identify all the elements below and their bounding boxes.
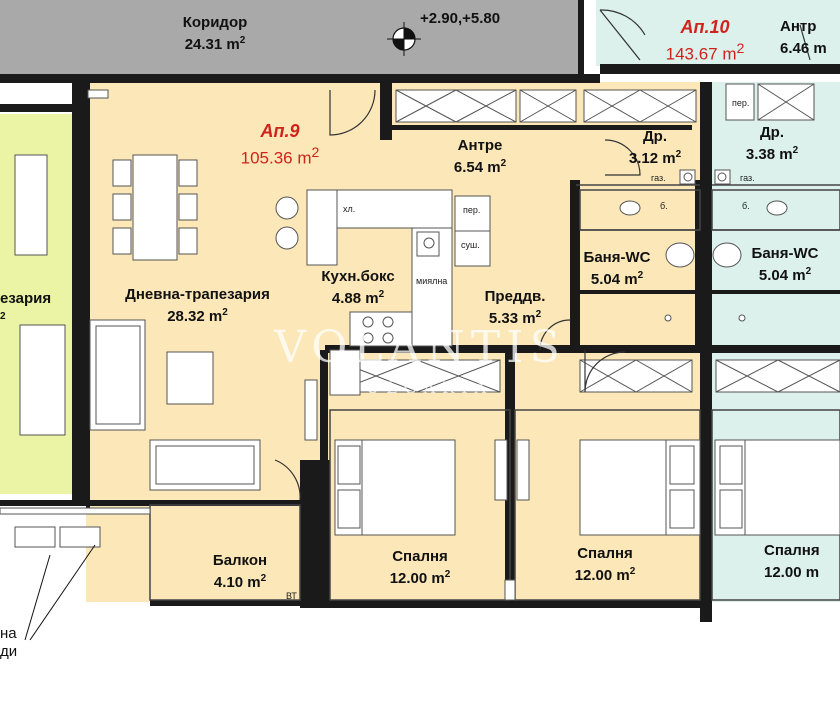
partitions bbox=[149, 184, 840, 601]
room-kitchen: Кухн.бокс 4.88 m2 bbox=[321, 268, 395, 307]
room-bed3: Спалня 12.00 m bbox=[764, 542, 820, 581]
boiler-label-9: б. bbox=[660, 201, 668, 211]
corridor-unit: m bbox=[226, 36, 240, 53]
room-bed1: Спалня 12.00 m2 bbox=[389, 548, 451, 587]
wardrobes bbox=[329, 83, 840, 396]
level-marker-icon bbox=[387, 22, 421, 56]
watermark-main: VOLANTIS bbox=[274, 322, 566, 373]
room-bath10: Баня-WC 5.04 m2 bbox=[751, 245, 819, 284]
apt10-exp: 2 bbox=[736, 41, 745, 57]
level-text: +2.90,+5.80 bbox=[420, 10, 501, 27]
room-bed2: Спалня 12.00 m2 bbox=[574, 545, 636, 584]
apt9-area: 105.36 m bbox=[240, 148, 312, 168]
room-hall: Преддв. 5.33 m2 bbox=[484, 288, 546, 327]
apt9-label: Ап.9 105.36 m2 bbox=[220, 120, 340, 170]
beds bbox=[334, 439, 840, 536]
room-living8: езария 2 bbox=[0, 290, 52, 322]
kitchen-counter bbox=[306, 189, 491, 347]
vt-label: ВТ bbox=[286, 591, 297, 601]
room-balcony: Балкон 4.10 m2 bbox=[212, 552, 268, 591]
living-furniture bbox=[14, 154, 299, 491]
fridge-label: хл. bbox=[343, 204, 356, 214]
dryer-label: суш. bbox=[461, 240, 480, 250]
room-dr10: Др. 3.38 m2 bbox=[745, 124, 799, 163]
gas-label-10: газ. bbox=[740, 173, 755, 183]
gas-label-9: газ. bbox=[651, 173, 666, 183]
room-bath9: Баня-WC 5.04 m2 bbox=[583, 249, 651, 288]
apt9-name: Ап.9 bbox=[260, 121, 300, 141]
corridor-floor bbox=[0, 0, 582, 74]
corridor-name: Коридор bbox=[182, 14, 248, 31]
room-dr9: Др. 3.12 m2 bbox=[628, 128, 682, 167]
apt10-label: Ап.10 143.67 m2 bbox=[645, 16, 765, 66]
corridor-exp: 2 bbox=[239, 35, 246, 46]
boiler-label-10: б. bbox=[742, 201, 750, 211]
room-antre9: Антре 6.54 m2 bbox=[453, 137, 507, 176]
washer-label: пер. bbox=[463, 205, 481, 215]
apt10-area: 143.67 m bbox=[665, 44, 737, 64]
washer-label-10: пер. bbox=[732, 98, 750, 108]
leader-lines bbox=[24, 544, 96, 641]
room-antre10: Антр 6.46 m bbox=[780, 18, 827, 57]
apt10-name: Ап.10 bbox=[680, 17, 730, 37]
bathroom-fixtures bbox=[619, 169, 788, 322]
apt9-exp: 2 bbox=[311, 145, 320, 161]
corridor-area: 24.31 bbox=[184, 36, 223, 53]
corridor-label: Коридор 24.31 m2 bbox=[150, 14, 280, 54]
watermark-sub: BULGARIA bbox=[346, 378, 494, 397]
room-living9: Дневна-трапезария 28.32 m2 bbox=[125, 286, 270, 325]
dishwasher-label: миялна bbox=[416, 276, 448, 286]
edge-text: на ди bbox=[0, 625, 18, 660]
railings bbox=[0, 89, 530, 601]
